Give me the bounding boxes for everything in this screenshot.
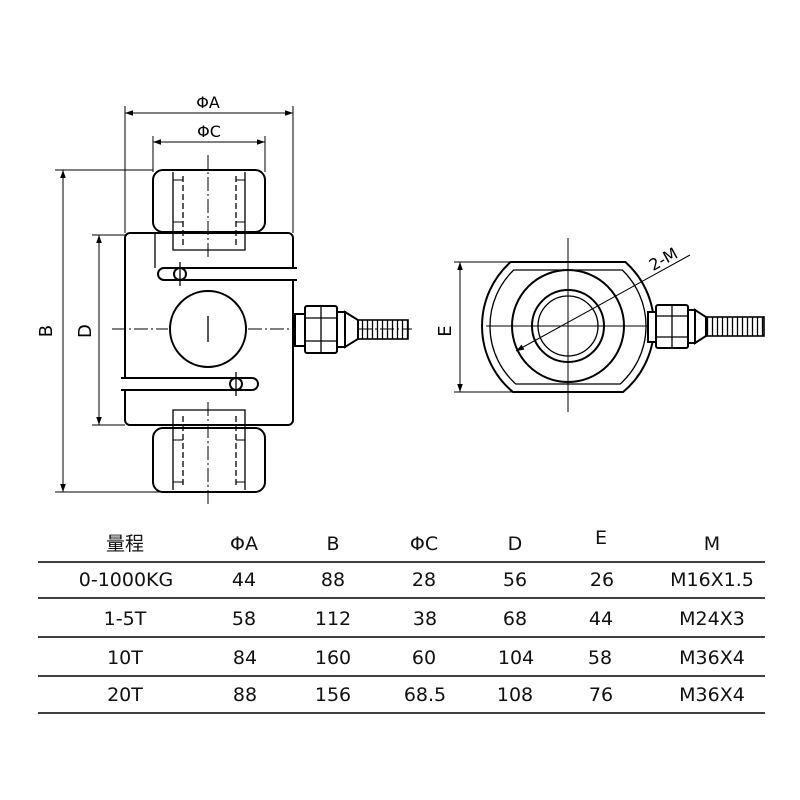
lower-pin bbox=[229, 372, 243, 396]
table-row: 20T 88 156 68.5 108 76 M36X4 bbox=[107, 684, 745, 706]
cell-phi-a: 84 bbox=[233, 647, 257, 669]
header-m: M bbox=[704, 533, 720, 555]
dimension-phi-c: ΦC bbox=[152, 122, 266, 172]
d-label: D bbox=[75, 324, 96, 338]
cell-phi-a: 44 bbox=[232, 569, 256, 591]
cell-m: M16X1.5 bbox=[670, 569, 754, 591]
cell-e: 26 bbox=[590, 569, 614, 591]
side-connector-washer bbox=[647, 311, 657, 343]
b-label: B bbox=[36, 325, 57, 337]
cell-d: 108 bbox=[497, 684, 533, 706]
header-d: D bbox=[508, 533, 523, 555]
cell-phi-a: 58 bbox=[232, 608, 256, 630]
cell-phi-c: 38 bbox=[413, 608, 437, 630]
cell-d: 56 bbox=[503, 569, 527, 591]
e-label: E bbox=[435, 325, 456, 336]
cell-b: 156 bbox=[315, 684, 351, 706]
table-row: 10T 84 160 60 104 58 M36X4 bbox=[107, 647, 745, 669]
header-b: B bbox=[326, 533, 339, 555]
cell-d: 68 bbox=[503, 608, 527, 630]
cell-m: M36X4 bbox=[679, 684, 745, 706]
cell-m: M36X4 bbox=[679, 647, 745, 669]
upper-slot bbox=[157, 267, 297, 281]
s-beam-body bbox=[112, 232, 412, 426]
cell-e: 58 bbox=[588, 647, 612, 669]
side-view: E 2-M bbox=[435, 238, 765, 412]
top-thread-bore bbox=[172, 172, 246, 251]
cell-e: 76 bbox=[589, 684, 613, 706]
cell-e: 44 bbox=[589, 608, 613, 630]
cell-phi-c: 60 bbox=[412, 647, 436, 669]
upper-pin bbox=[173, 262, 187, 286]
front-view: ΦA ΦC B D bbox=[36, 93, 412, 506]
phi-c-label: ΦC bbox=[197, 122, 221, 141]
front-cable-connector bbox=[294, 305, 409, 354]
lower-slot bbox=[121, 377, 259, 391]
cell-phi-a: 88 bbox=[233, 684, 257, 706]
connector-taper bbox=[344, 310, 359, 349]
cell-m: M24X3 bbox=[679, 608, 745, 630]
table-row: 1-5T 58 112 38 68 44 M24X3 bbox=[104, 608, 745, 630]
table-header: 量程 ΦA B ΦC D E M bbox=[106, 527, 720, 555]
cell-range: 10T bbox=[107, 647, 143, 669]
dimension-e: E bbox=[435, 261, 514, 393]
cell-range: 0-1000KG bbox=[79, 569, 173, 591]
table-row: 0-1000KG 44 88 28 56 26 M16X1.5 bbox=[79, 569, 754, 591]
top-end-outline bbox=[152, 169, 266, 233]
connector-washer bbox=[294, 313, 306, 347]
dimension-phi-a: ΦA bbox=[124, 93, 294, 233]
connector-cable-sleeve bbox=[357, 319, 409, 340]
phi-a-label: ΦA bbox=[196, 93, 220, 112]
header-phi-c: ΦC bbox=[410, 533, 438, 555]
dimension-table: 量程 ΦA B ΦC D E M 0-1000KG 44 88 28 56 26… bbox=[38, 527, 765, 714]
bottom-thread-bore bbox=[172, 409, 246, 490]
bottom-threaded-end bbox=[152, 402, 266, 506]
side-connector-cable-sleeve bbox=[705, 316, 765, 337]
side-cable-connector bbox=[647, 304, 765, 349]
side-connector-collar bbox=[687, 309, 696, 344]
cell-phi-c: 68.5 bbox=[404, 684, 446, 706]
dimension-d: D bbox=[75, 234, 125, 426]
side-connector-taper bbox=[694, 308, 707, 345]
top-threaded-end bbox=[152, 155, 266, 258]
bottom-end-outline bbox=[152, 427, 266, 493]
cell-range: 20T bbox=[107, 684, 143, 706]
thread-callout-leader bbox=[515, 254, 691, 352]
cell-b: 160 bbox=[315, 647, 351, 669]
connector-collar bbox=[336, 311, 346, 348]
cell-d: 104 bbox=[498, 647, 534, 669]
dimension-b: B bbox=[36, 169, 160, 493]
cell-phi-c: 28 bbox=[412, 569, 436, 591]
header-phi-a: ΦA bbox=[230, 533, 258, 555]
header-e: E bbox=[595, 527, 607, 549]
cell-range: 1-5T bbox=[104, 608, 147, 630]
side-body-inner-edge bbox=[489, 269, 647, 385]
header-range: 量程 bbox=[106, 533, 144, 555]
cell-b: 88 bbox=[321, 569, 345, 591]
cell-b: 112 bbox=[315, 608, 351, 630]
